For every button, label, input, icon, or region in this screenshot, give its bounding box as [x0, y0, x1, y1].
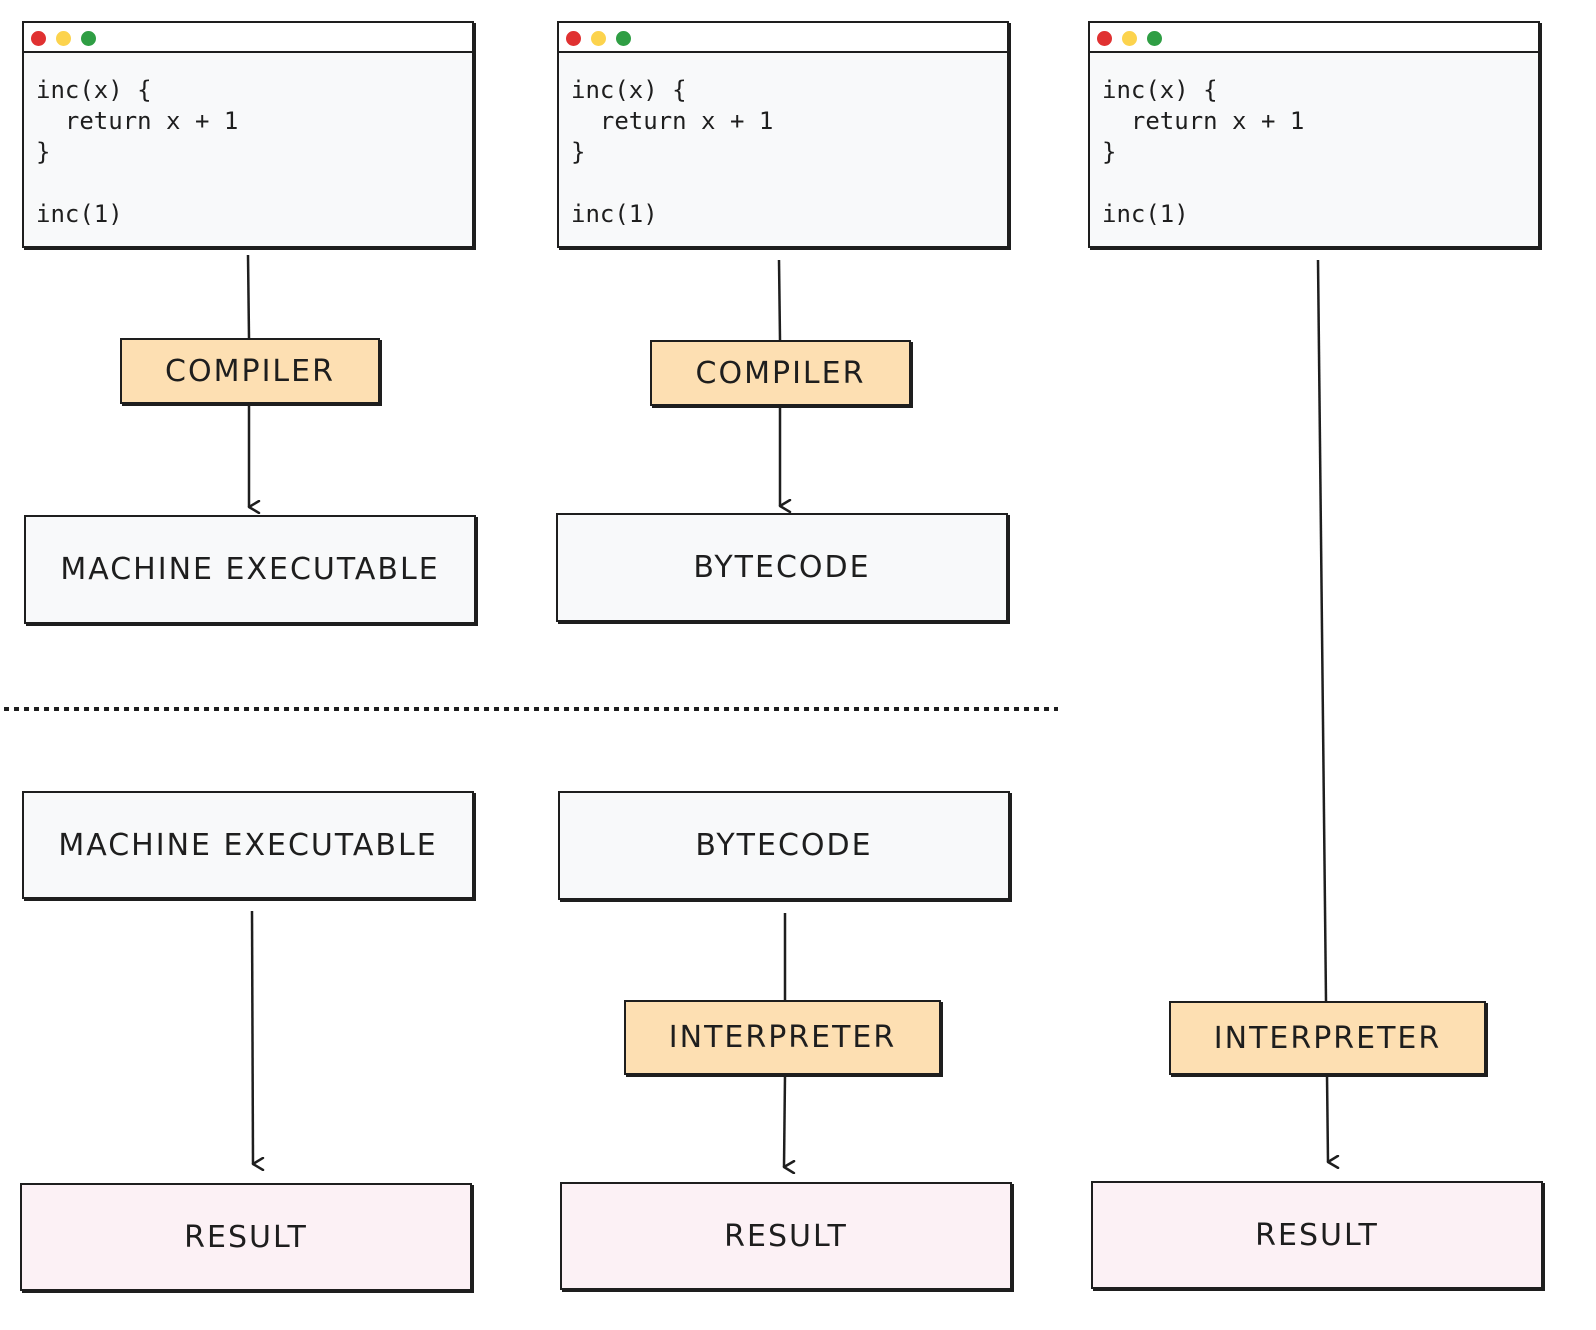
- code-block: inc(x) { return x + 1 } inc(1): [24, 53, 472, 230]
- window-titlebar: [559, 23, 1007, 53]
- maximize-dot-icon: [616, 31, 631, 46]
- code-line: inc(x) {: [36, 76, 152, 104]
- result-box: RESULT: [1091, 1181, 1543, 1289]
- arrow: [250, 910, 253, 1164]
- compiler-label: COMPILER: [695, 355, 866, 391]
- code-line: }: [571, 138, 586, 166]
- connector-line: [246, 254, 251, 339]
- code-block: inc(x) { return x + 1 } inc(1): [559, 53, 1007, 230]
- close-dot-icon: [31, 31, 46, 46]
- compiler-box: COMPILER: [650, 340, 911, 406]
- connector-line: [777, 259, 782, 341]
- close-dot-icon: [1097, 31, 1112, 46]
- code-line: inc(1): [36, 200, 123, 228]
- result-label: RESULT: [1255, 1217, 1379, 1253]
- bytecode-input-box: BYTECODE: [558, 791, 1010, 900]
- maximize-dot-icon: [1147, 31, 1162, 46]
- close-dot-icon: [566, 31, 581, 46]
- code-window-1: inc(x) { return x + 1 } inc(1): [22, 21, 474, 248]
- machine-executable-input-box: MACHINE EXECUTABLE: [22, 791, 474, 899]
- arrow: [784, 1074, 785, 1167]
- code-window-2: inc(x) { return x + 1 } inc(1): [557, 21, 1009, 248]
- code-line: inc(1): [1102, 200, 1189, 228]
- code-line: [571, 168, 1007, 199]
- input-label: BYTECODE: [695, 828, 873, 863]
- result-box: RESULT: [20, 1183, 472, 1291]
- input-label: MACHINE EXECUTABLE: [58, 827, 438, 863]
- code-line: inc(x) {: [571, 76, 687, 104]
- code-block: inc(x) { return x + 1 } inc(1): [1090, 53, 1538, 230]
- code-window-3: inc(x) { return x + 1 } inc(1): [1088, 21, 1540, 248]
- interpreter-label: INTERPRETER: [1213, 1020, 1442, 1056]
- code-line: }: [36, 138, 51, 166]
- connector-line: [1316, 259, 1328, 1002]
- output-label: MACHINE EXECUTABLE: [60, 552, 440, 587]
- compiler-box: COMPILER: [120, 338, 380, 404]
- minimize-dot-icon: [56, 31, 71, 46]
- window-titlebar: [1090, 23, 1538, 53]
- code-line: [36, 168, 472, 199]
- compiler-label: COMPILER: [165, 353, 335, 389]
- window-titlebar: [24, 23, 472, 53]
- interpreter-label: INTERPRETER: [668, 1020, 897, 1055]
- code-line: inc(1): [571, 200, 658, 228]
- interpreter-box: INTERPRETER: [624, 1000, 941, 1075]
- code-line: inc(x) {: [1102, 76, 1218, 104]
- code-line: return x + 1: [36, 107, 239, 135]
- minimize-dot-icon: [591, 31, 606, 46]
- code-line: }: [1102, 138, 1117, 166]
- maximize-dot-icon: [81, 31, 96, 46]
- result-label: RESULT: [724, 1218, 848, 1254]
- code-line: [1102, 168, 1538, 199]
- result-label: RESULT: [184, 1219, 308, 1255]
- bytecode-output-box: BYTECODE: [556, 513, 1008, 622]
- code-line: return x + 1: [571, 107, 774, 135]
- minimize-dot-icon: [1122, 31, 1137, 46]
- interpreter-box: INTERPRETER: [1169, 1001, 1486, 1075]
- machine-executable-output-box: MACHINE EXECUTABLE: [24, 515, 476, 624]
- result-box: RESULT: [560, 1182, 1012, 1290]
- arrow: [1325, 1074, 1328, 1162]
- output-label: BYTECODE: [693, 550, 871, 585]
- code-line: return x + 1: [1102, 107, 1305, 135]
